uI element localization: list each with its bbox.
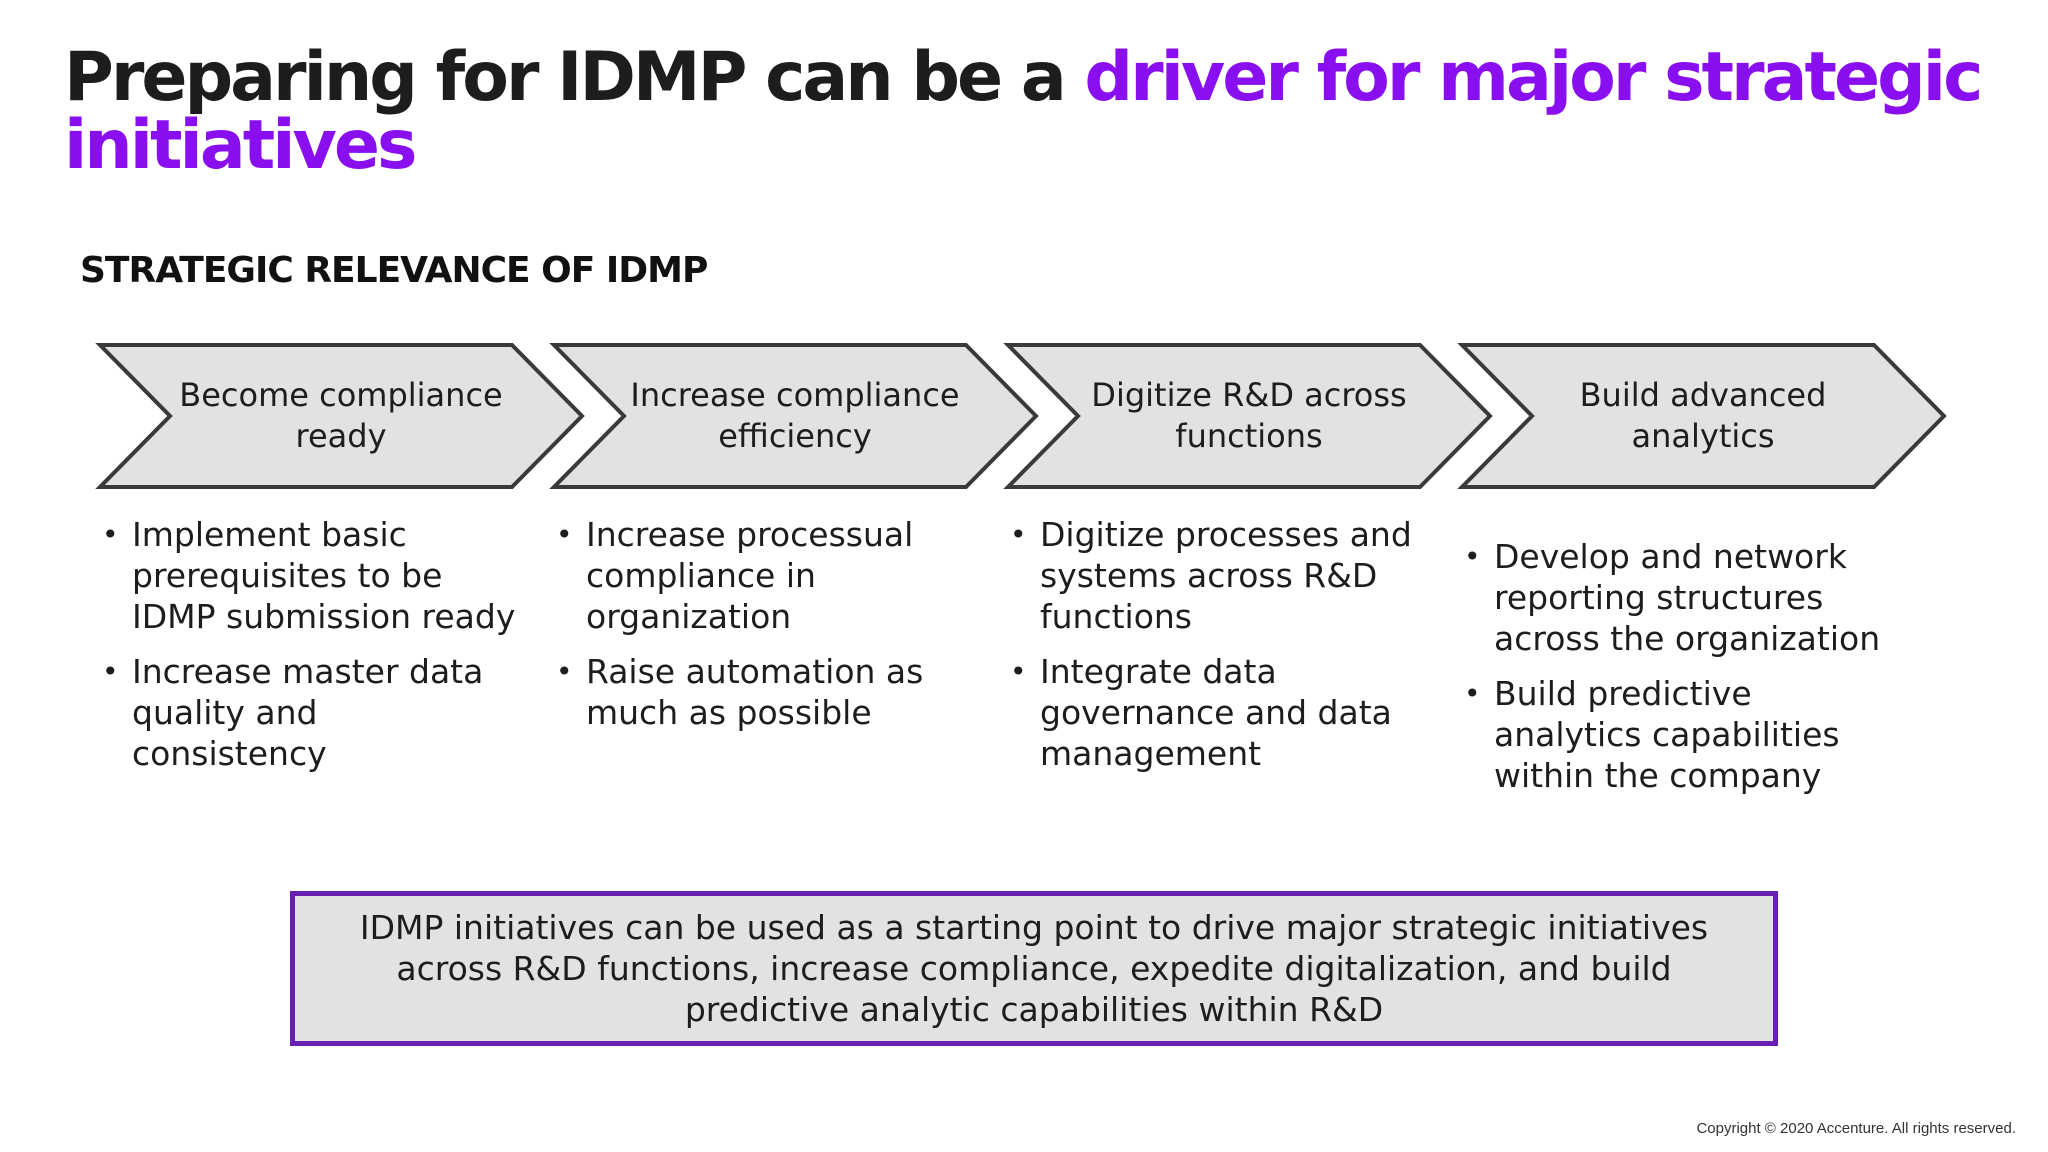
chevron-step-2-label: Increase compliance efficiency [630, 376, 960, 455]
chevron-step-3-shape [1003, 343, 1493, 489]
list-item: Build predictive analytics capabilities … [1464, 673, 1884, 796]
chevron-step-1-shape [95, 343, 585, 489]
list-item: Implement basic prerequisites to be IDMP… [102, 514, 522, 637]
step-4-bullet-list: Develop and network reporting structures… [1464, 536, 1884, 810]
chevron-step-1-label: Become compliance ready [179, 376, 503, 455]
chevron-step-4-shape [1457, 343, 1947, 489]
list-item: Develop and network reporting structures… [1464, 536, 1884, 659]
page-title: Preparing for IDMP can be a driver for m… [64, 44, 2004, 180]
chevron-step-3-label: Digitize R&D across functions [1091, 376, 1407, 455]
section-subtitle: STRATEGIC RELEVANCE OF IDMP [80, 250, 708, 291]
summary-callout-box: IDMP initiatives can be used as a starti… [290, 891, 1778, 1046]
list-item: Digitize processes and systems across R&… [1010, 514, 1430, 637]
step-1-bullet-list: Implement basic prerequisites to be IDMP… [102, 514, 522, 788]
copyright-notice: Copyright © 2020 Accenture. All rights r… [1696, 1120, 2016, 1137]
title-prefix: Preparing for IDMP can be a [64, 38, 1085, 117]
step-3-bullet-list: Digitize processes and systems across R&… [1010, 514, 1430, 788]
chevron-step-2-shape [549, 343, 1039, 489]
list-item: Increase master data quality and consist… [102, 651, 522, 774]
list-item: Integrate data governance and data manag… [1010, 651, 1430, 774]
step-2-bullet-list: Increase processual compliance in organi… [556, 514, 976, 747]
list-item: Increase processual compliance in organi… [556, 514, 976, 637]
summary-text: IDMP initiatives can be used as a starti… [359, 908, 1709, 1029]
title-highlight: driver for major strategic initiatives [64, 38, 1983, 185]
list-item: Raise automation as much as possible [556, 651, 976, 733]
process-chevrons [95, 343, 1947, 489]
chevron-step-4-label: Build advanced analytics [1579, 376, 1827, 455]
